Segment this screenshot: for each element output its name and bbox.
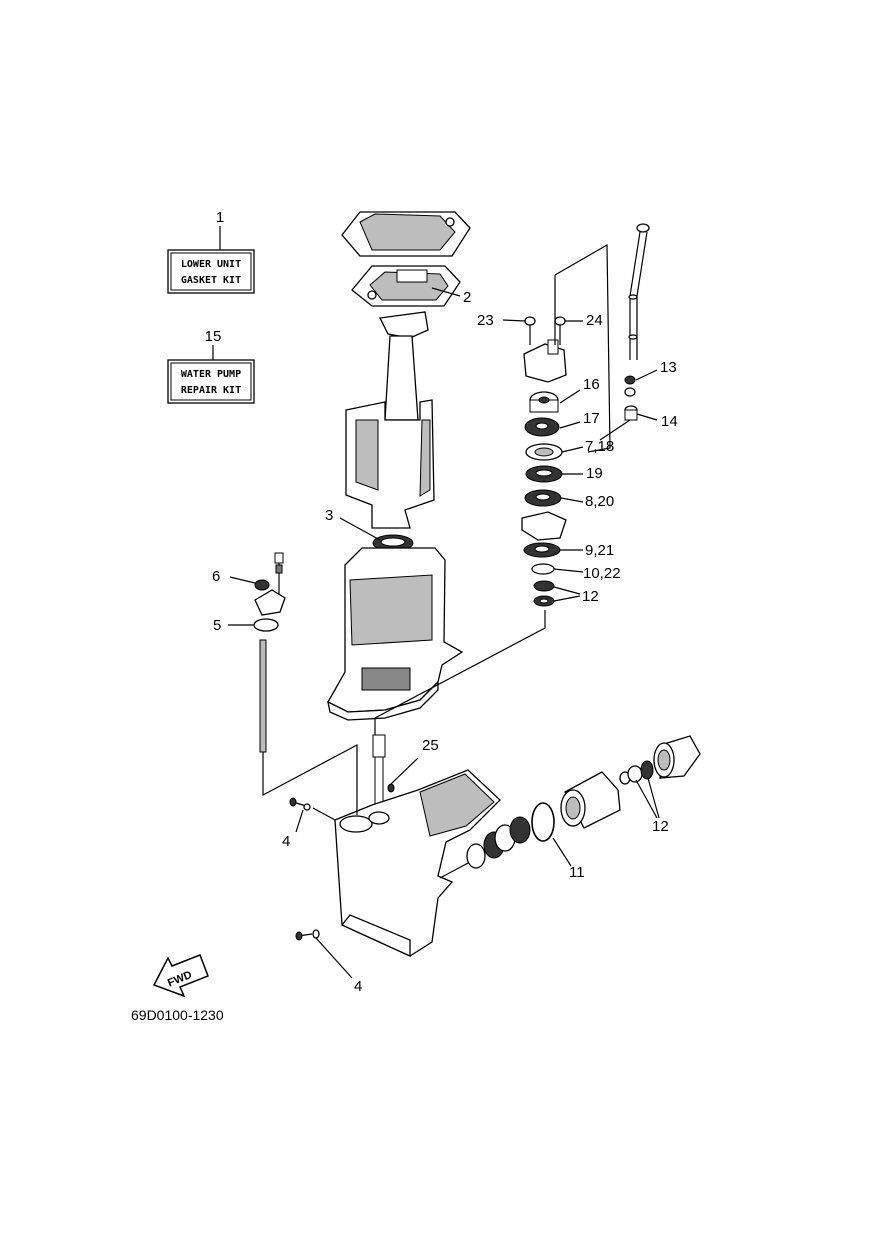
callout-17: 17 bbox=[583, 410, 600, 427]
propeller-spacer[interactable] bbox=[653, 735, 701, 779]
callout-5: 5 bbox=[213, 617, 221, 634]
callout-7-18: 7,18 bbox=[585, 438, 614, 455]
pump-insert-part-16[interactable] bbox=[529, 391, 559, 413]
propeller-shaft-gears[interactable] bbox=[439, 816, 531, 879]
plate-part-7-18[interactable] bbox=[525, 443, 563, 461]
plate-part-8-20[interactable] bbox=[524, 489, 562, 507]
callout-12-lower: 12 bbox=[652, 818, 669, 835]
kit-number-1: 1 bbox=[216, 209, 224, 226]
pump-case-lower[interactable] bbox=[521, 511, 567, 541]
callout-4-lower: 4 bbox=[354, 978, 362, 995]
midsection-casing[interactable] bbox=[327, 547, 464, 721]
lower-unit-gasket-kit[interactable]: 1 LOWER UNIT GASKET KIT bbox=[167, 209, 255, 294]
kit-label-line1: WATER PUMP bbox=[181, 369, 241, 380]
gasket-part-19[interactable] bbox=[525, 465, 563, 483]
callout-16: 16 bbox=[583, 376, 600, 393]
callout-9-21: 9,21 bbox=[585, 542, 614, 559]
callout-24: 24 bbox=[586, 312, 603, 329]
callout-3: 3 bbox=[325, 507, 333, 524]
callout-2: 2 bbox=[463, 289, 471, 306]
callout-labels: 2 3 6 5 23 24 13 16 14 17 7,18 19 8,20 9… bbox=[212, 289, 678, 995]
o-ring-part-10-22[interactable] bbox=[531, 563, 555, 575]
callout-14: 14 bbox=[661, 413, 678, 430]
callout-4-upper: 4 bbox=[282, 833, 290, 850]
gasket-part-9-21[interactable] bbox=[523, 542, 561, 558]
kit-label-line2: GASKET KIT bbox=[181, 275, 241, 286]
propeller-shaft-housing[interactable] bbox=[560, 771, 621, 829]
top-cover-plate[interactable] bbox=[341, 211, 471, 257]
water-pump-housing[interactable] bbox=[523, 316, 567, 383]
bolt-part-4-upper[interactable] bbox=[289, 797, 311, 811]
kit-label-line2: REPAIR KIT bbox=[181, 385, 241, 396]
callout-11: 11 bbox=[569, 864, 585, 881]
bearing-part-12-lower[interactable] bbox=[619, 760, 654, 785]
callout-6: 6 bbox=[212, 568, 220, 585]
callout-25: 25 bbox=[422, 737, 439, 754]
gasket-part-2[interactable] bbox=[351, 265, 461, 307]
kit-number-15: 15 bbox=[205, 328, 222, 345]
callout-13: 13 bbox=[660, 359, 677, 376]
forward-direction-arrow: FWD bbox=[152, 954, 209, 998]
shift-rod-assembly[interactable] bbox=[253, 552, 286, 753]
callout-12-upper: 12 bbox=[582, 588, 599, 605]
callout-23: 23 bbox=[477, 312, 494, 329]
callout-8-20: 8,20 bbox=[585, 493, 614, 510]
callout-10-22: 10,22 bbox=[583, 565, 621, 582]
kit-label-line1: LOWER UNIT bbox=[181, 259, 241, 270]
impeller-part-17[interactable] bbox=[524, 417, 560, 437]
bearing-part-12-upper[interactable] bbox=[533, 580, 555, 607]
callout-19: 19 bbox=[586, 465, 603, 482]
diagram-code: 69D0100-1230 bbox=[131, 1007, 224, 1023]
driveshaft-housing[interactable] bbox=[345, 311, 435, 529]
grommet-part-14[interactable] bbox=[624, 405, 638, 421]
grommet-part-13[interactable] bbox=[624, 375, 636, 397]
water-tube[interactable] bbox=[628, 223, 650, 360]
lower-casing[interactable] bbox=[334, 769, 501, 958]
o-ring-part-11[interactable] bbox=[531, 802, 555, 842]
bolt-part-4-lower[interactable] bbox=[295, 929, 320, 941]
leader-lines bbox=[228, 243, 660, 979]
water-pump-repair-kit[interactable]: 15 WATER PUMP REPAIR KIT bbox=[167, 328, 255, 404]
